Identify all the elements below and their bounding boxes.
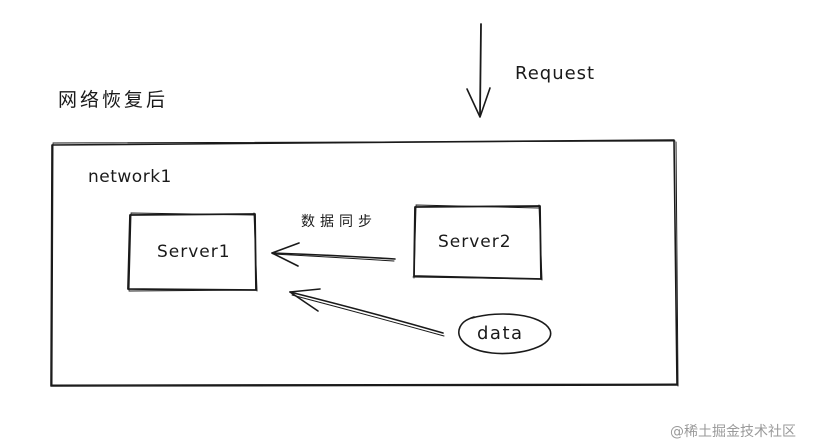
server1-box [127,212,258,292]
sync-arrow [271,242,396,267]
server2-box [412,204,543,281]
request-arrow [466,23,491,118]
request-label: Request [515,63,596,84]
sync-label: 数据同步 [301,214,377,230]
network-boundary [50,139,679,387]
network-label: network1 [88,167,172,187]
diagram-title: 网络恢复后 [58,89,169,111]
server1-label: Server1 [157,242,231,262]
data-arrow [289,288,445,337]
data-ellipse [458,313,552,355]
server2-label: Server2 [438,232,512,252]
data-label: data [477,323,524,344]
watermark: @稀土掘金技术社区 [670,424,796,440]
